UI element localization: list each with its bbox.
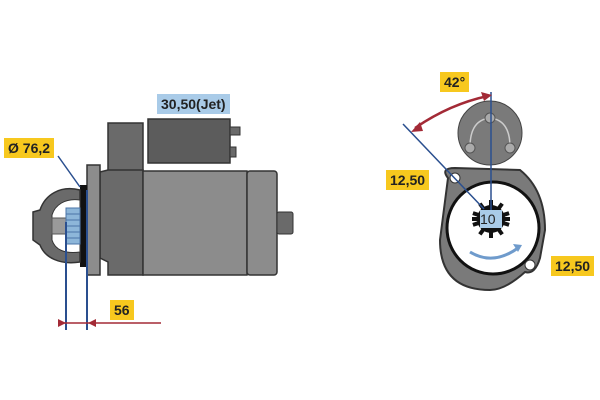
flange-diameter-label: Ø 76,2 bbox=[4, 138, 55, 158]
pinion-offset-label: 56 bbox=[110, 300, 134, 320]
angle-label: 42° bbox=[440, 72, 470, 92]
front-view bbox=[402, 92, 547, 292]
terminal-label: 30,50(Jet) bbox=[157, 94, 230, 114]
side-view bbox=[32, 118, 294, 330]
teeth-count-label: 10 bbox=[480, 211, 496, 227]
bolt-top-label: 12,50 bbox=[386, 170, 430, 190]
bolt-bottom-label: 12,50 bbox=[551, 256, 595, 276]
